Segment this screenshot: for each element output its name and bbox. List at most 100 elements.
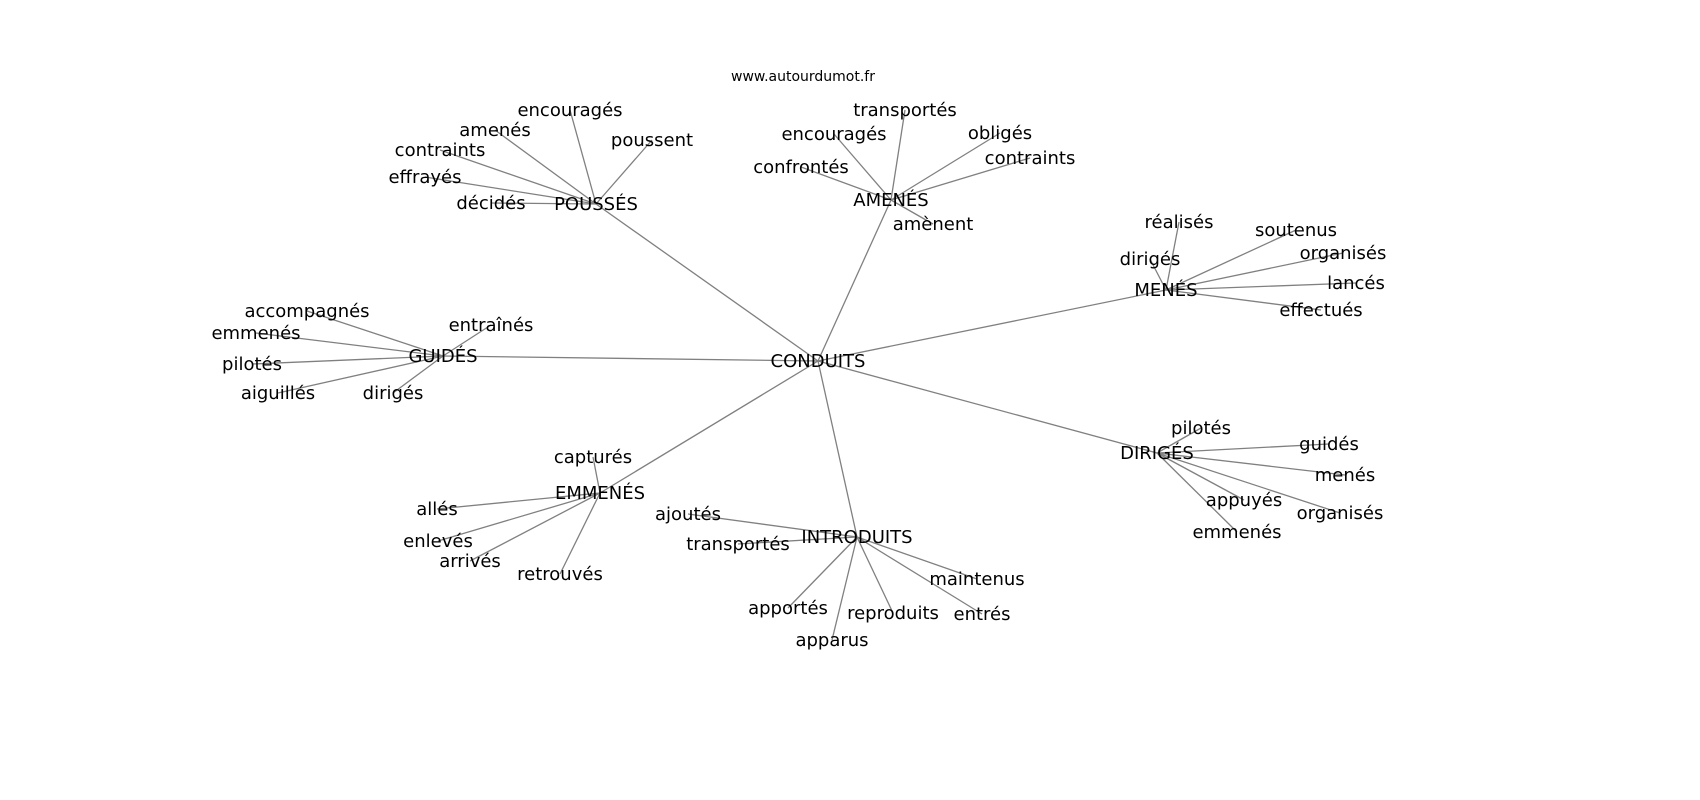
edge-hub-leaf bbox=[494, 129, 597, 205]
edge-hub-leaf bbox=[1165, 252, 1344, 291]
edge-hub-leaf bbox=[890, 109, 906, 201]
leaf-word[interactable]: entrés bbox=[954, 604, 1011, 625]
edge-hub-leaf bbox=[831, 536, 858, 641]
leaf-word[interactable]: accompagnés bbox=[244, 301, 369, 322]
edge-hub-leaf bbox=[1156, 452, 1238, 533]
edge-hub-leaf bbox=[442, 324, 492, 357]
hub-word[interactable]: GUIDÉS bbox=[408, 345, 477, 367]
edge-hub-leaf bbox=[1165, 289, 1322, 311]
edge-hub-leaf bbox=[439, 149, 597, 205]
edge-center-hub bbox=[817, 360, 858, 538]
edge-hub-leaf bbox=[490, 202, 597, 205]
site-title: www.autourdumot.fr bbox=[731, 69, 875, 85]
leaf-word[interactable]: réalisés bbox=[1145, 212, 1214, 233]
hub-word[interactable]: POUSSÉS bbox=[554, 193, 638, 215]
leaf-word[interactable]: aiguillés bbox=[241, 383, 315, 404]
edge-hub-leaf bbox=[787, 536, 858, 609]
edge-hub-leaf bbox=[436, 492, 601, 510]
hub-word[interactable]: DIRIGÉS bbox=[1120, 442, 1194, 464]
edge-hub-leaf bbox=[255, 332, 444, 357]
edge-hub-leaf bbox=[251, 355, 444, 365]
edge-hub-leaf bbox=[856, 536, 978, 580]
edge-hub-leaf bbox=[890, 132, 1001, 201]
edge-hub-leaf bbox=[469, 492, 601, 562]
leaf-word[interactable]: ajoutés bbox=[655, 504, 721, 525]
edge-center-hub bbox=[595, 203, 819, 362]
center-word[interactable]: CONDUITS bbox=[771, 351, 866, 372]
leaf-word[interactable]: encouragés bbox=[781, 124, 886, 145]
edge-hub-leaf bbox=[1156, 452, 1341, 514]
edge-hub-leaf bbox=[890, 199, 934, 225]
leaf-word[interactable]: apportés bbox=[748, 598, 828, 619]
edge-hub-leaf bbox=[569, 109, 597, 205]
edge-hub-leaf bbox=[1165, 229, 1297, 291]
hub-word[interactable]: MENÉS bbox=[1134, 279, 1197, 301]
edge-hub-leaf bbox=[595, 139, 653, 205]
leaf-word[interactable]: enlevés bbox=[403, 531, 473, 552]
leaf-word[interactable]: entraînés bbox=[449, 315, 534, 336]
edge-hub-leaf bbox=[277, 355, 444, 394]
edge-hub-leaf bbox=[1156, 452, 1346, 476]
leaf-word[interactable]: transportés bbox=[686, 534, 790, 555]
edge-center-hub bbox=[817, 199, 892, 362]
leaf-word[interactable]: allés bbox=[416, 499, 457, 520]
edge-hub-leaf bbox=[306, 310, 444, 357]
edge-hub-leaf bbox=[800, 166, 892, 201]
leaf-word[interactable]: dirigés bbox=[1120, 249, 1181, 270]
leaf-word[interactable]: poussent bbox=[611, 130, 693, 151]
leaf-word[interactable]: maintenus bbox=[929, 569, 1024, 590]
edge-center-hub bbox=[817, 289, 1167, 362]
leaf-word[interactable]: contraints bbox=[985, 148, 1076, 169]
hub-word[interactable]: AMENÉS bbox=[853, 189, 928, 211]
leaf-word[interactable]: décidés bbox=[456, 193, 525, 214]
edge-hub-leaf bbox=[856, 536, 983, 615]
edge-hub-leaf bbox=[1156, 427, 1202, 454]
leaf-word[interactable]: amenés bbox=[459, 120, 531, 141]
leaf-word[interactable]: organisés bbox=[1300, 243, 1387, 264]
leaf-word[interactable]: lancés bbox=[1327, 273, 1385, 294]
leaf-word[interactable]: appuyés bbox=[1206, 490, 1282, 511]
leaf-word[interactable]: confrontés bbox=[753, 157, 849, 178]
leaf-word[interactable]: apparus bbox=[795, 630, 868, 651]
leaf-word[interactable]: retrouvés bbox=[517, 564, 603, 585]
leaf-word[interactable]: amènent bbox=[893, 214, 974, 235]
edge-hub-leaf bbox=[890, 157, 1031, 201]
leaf-word[interactable]: contraints bbox=[395, 140, 486, 161]
leaf-word[interactable]: menés bbox=[1315, 465, 1375, 486]
leaf-word[interactable]: emmenés bbox=[211, 323, 300, 344]
leaf-word[interactable]: effrayés bbox=[388, 167, 461, 188]
leaf-word[interactable]: effectués bbox=[1279, 300, 1362, 321]
leaf-word[interactable]: pilotés bbox=[1171, 418, 1231, 439]
edge-hub-leaf bbox=[1149, 258, 1167, 291]
edge-hub-leaf bbox=[1165, 221, 1180, 291]
leaf-word[interactable]: transportés bbox=[853, 100, 957, 121]
hub-word[interactable]: EMMENÉS bbox=[555, 482, 645, 504]
edge-hub-leaf bbox=[592, 456, 601, 494]
edge-hub-leaf bbox=[1156, 452, 1245, 501]
edge-hub-leaf bbox=[737, 536, 858, 545]
leaf-word[interactable]: arrivés bbox=[439, 551, 501, 572]
edge-hub-leaf bbox=[1165, 282, 1357, 291]
edge-hub-leaf bbox=[856, 536, 894, 614]
leaf-word[interactable]: guidés bbox=[1299, 434, 1359, 455]
edge-hub-leaf bbox=[1156, 443, 1330, 454]
leaf-word[interactable]: soutenus bbox=[1255, 220, 1337, 241]
edge-hub-leaf bbox=[559, 492, 601, 575]
leaf-word[interactable]: encouragés bbox=[517, 100, 622, 121]
leaf-word[interactable]: obligés bbox=[968, 123, 1032, 144]
leaf-word[interactable]: capturés bbox=[554, 447, 632, 468]
leaf-word[interactable]: reproduits bbox=[847, 603, 939, 624]
edge-center-hub bbox=[817, 360, 1158, 454]
edge-hub-leaf bbox=[437, 492, 601, 542]
leaf-word[interactable]: emmenés bbox=[1192, 522, 1281, 543]
leaf-word[interactable]: organisés bbox=[1297, 503, 1384, 524]
edge-hub-leaf bbox=[833, 133, 892, 201]
leaf-word[interactable]: dirigés bbox=[363, 383, 424, 404]
hub-word[interactable]: INTRODUITS bbox=[801, 527, 912, 548]
leaf-word[interactable]: pilotés bbox=[222, 354, 282, 375]
edge-hub-leaf bbox=[424, 176, 597, 205]
edge-center-hub bbox=[599, 360, 819, 494]
edge-hub-leaf bbox=[687, 513, 858, 538]
